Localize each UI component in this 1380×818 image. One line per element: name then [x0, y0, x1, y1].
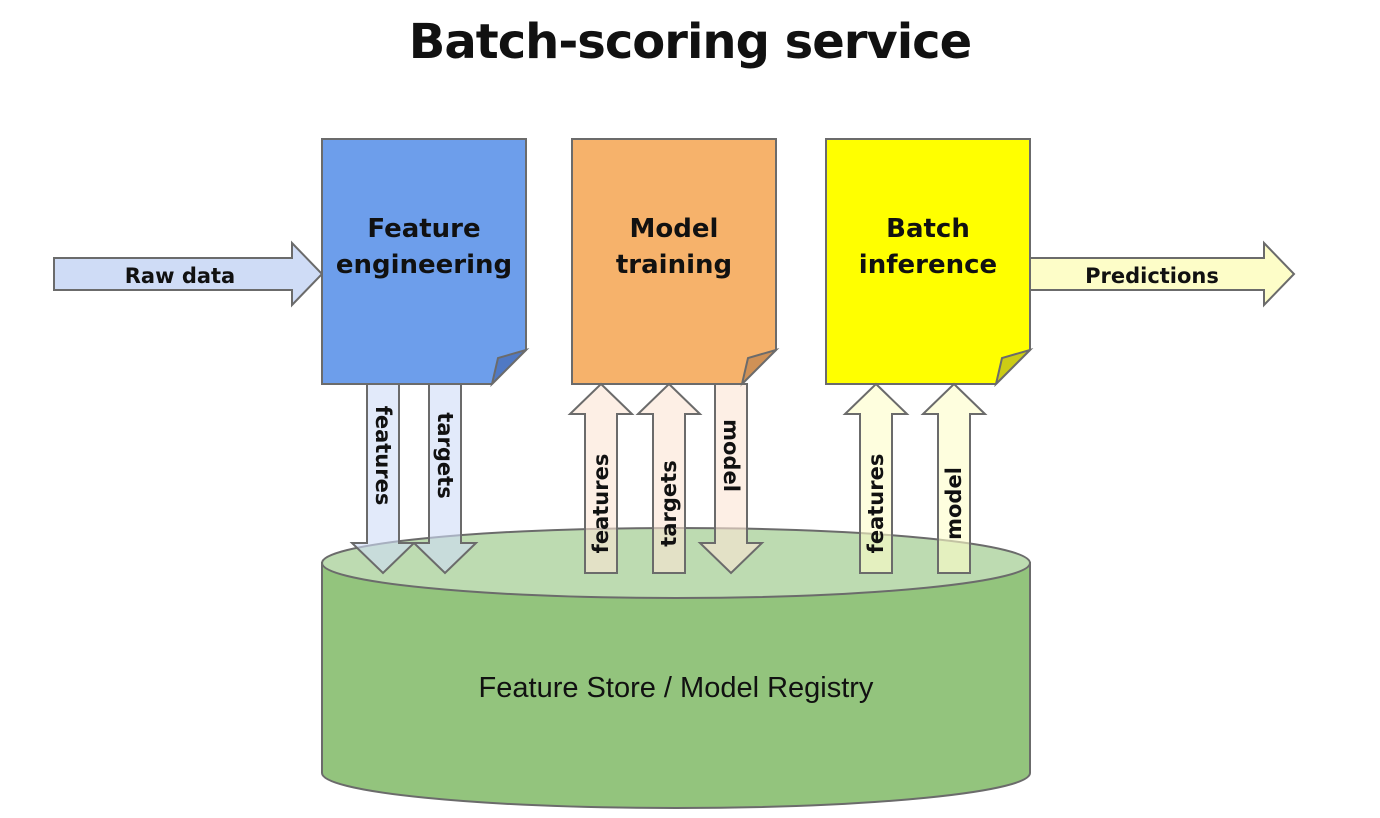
- feature-engineering-title-line1: Feature: [367, 214, 480, 244]
- page-fold-icon: [490, 347, 530, 388]
- flow-arrow-shape: [567, 382, 635, 574]
- batch-inference-title-line1: Batch: [886, 214, 970, 244]
- flow-arrow-label: targets: [433, 412, 457, 498]
- flow-arrow-features: features: [842, 382, 910, 574]
- raw-data-arrow-shape: [53, 240, 324, 308]
- diagram-title: Batch-scoring service: [409, 14, 971, 70]
- predictions-label: Predictions: [1085, 264, 1219, 288]
- flow-arrow-shape: [842, 382, 910, 574]
- store-label: Feature Store / Model Registry: [479, 672, 874, 704]
- flow-arrow-label: features: [371, 406, 395, 506]
- predictions-arrow-shape: [1025, 240, 1296, 308]
- stage-feature-engineering: Feature engineering: [321, 138, 530, 388]
- raw-data-label: Raw data: [125, 264, 235, 288]
- flow-arrow-label: model: [719, 419, 743, 492]
- flow-arrow-targets: targets: [411, 383, 479, 575]
- predictions-arrow: Predictions: [1025, 240, 1296, 308]
- flow-arrow-model: model: [920, 382, 988, 574]
- flow-arrow-shape: [920, 382, 988, 574]
- flow-arrow-label: model: [942, 467, 966, 540]
- flow-arrow-shape: [349, 383, 417, 575]
- raw-data-arrow: Raw data: [53, 240, 324, 308]
- flow-arrow-label: targets: [657, 460, 681, 546]
- flow-arrow-shape: [411, 383, 479, 575]
- page-fold-icon: [740, 347, 780, 388]
- stage-model-training: Model training: [571, 138, 780, 388]
- batch-inference-title-line2: inference: [859, 250, 997, 280]
- flow-arrow-label: features: [864, 454, 888, 554]
- stage-batch-inference: Batch inference: [825, 138, 1034, 388]
- flow-arrows: features targets features targets model featu…: [349, 382, 988, 575]
- feature-engineering-title-line2: engineering: [336, 250, 512, 280]
- page-fold-icon: [994, 347, 1034, 388]
- flow-arrow-model: model: [697, 383, 765, 575]
- flow-arrow-targets: targets: [635, 382, 703, 574]
- model-training-title-line2: training: [616, 250, 732, 280]
- model-training-title-line1: Model: [630, 214, 719, 244]
- flow-arrow-shape: [697, 383, 765, 575]
- flow-arrow-features: features: [567, 382, 635, 574]
- flow-arrow-label: features: [589, 454, 613, 554]
- store-body: [321, 562, 1031, 809]
- flow-arrow-features: features: [349, 383, 417, 575]
- flow-arrow-shape: [635, 382, 703, 574]
